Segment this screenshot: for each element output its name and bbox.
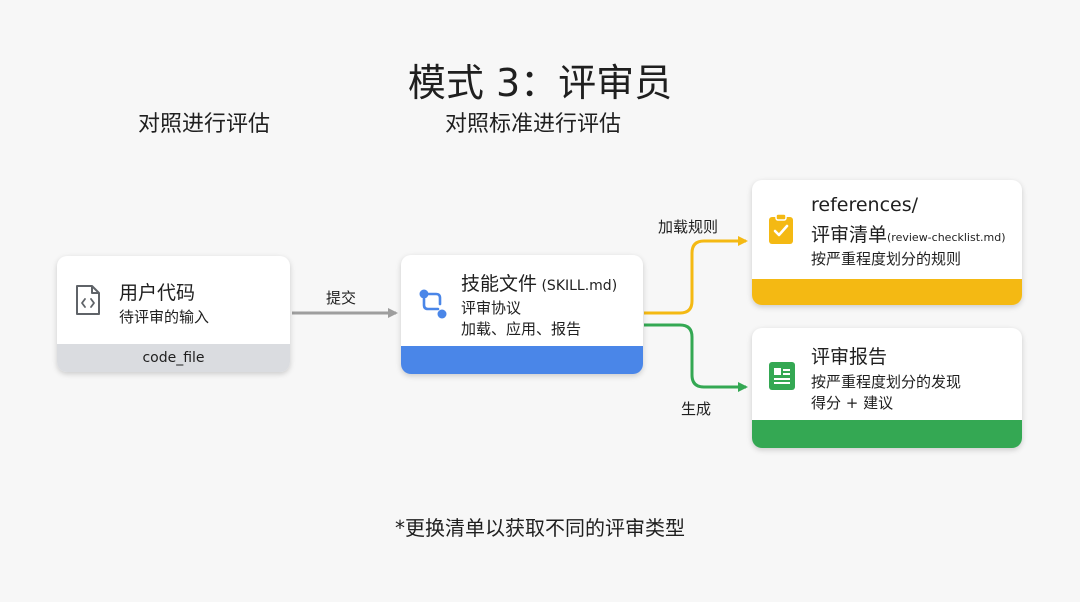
footnote: *更换清单以获取不同的评审类型 (395, 516, 685, 540)
references-title: references/ (811, 194, 919, 216)
submit-label: 提交 (326, 289, 357, 307)
center-subtitle: 对照标准进行评估 (445, 112, 622, 137)
review-report-accent-bar (752, 420, 1022, 448)
review-report-desc-1: 按严重程度划分的发现 (811, 373, 962, 391)
load-rules-label: 加载规则 (658, 218, 719, 236)
checklist-filename: (review-checklist.md) (887, 231, 1006, 244)
checklist-title: 评审清单(review-checklist.md) (811, 220, 1006, 247)
page-title: 模式 3：评审员 (407, 61, 673, 105)
user-code-card: 用户代码 待评审的输入 code_file (57, 256, 290, 372)
generate-arrow (644, 323, 748, 392)
skill-file-title-text: 技能文件 (461, 273, 538, 295)
generate-label: 生成 (681, 400, 712, 418)
clipboard-check-icon (769, 213, 793, 244)
review-report-title: 评审报告 (811, 346, 888, 368)
workflow-icon (419, 289, 447, 319)
skill-file-title: 技能文件 (SKILL.md) (461, 269, 617, 296)
review-report-card: 评审报告 按严重程度划分的发现 得分 + 建议 (752, 328, 1022, 448)
user-code-title: 用户代码 (119, 282, 196, 304)
code-file-label: code_file (142, 350, 205, 366)
load-rules-arrow (644, 236, 748, 315)
review-report-desc-2: 得分 + 建议 (811, 394, 894, 412)
references-accent-bar (752, 279, 1022, 305)
skill-file-card: 技能文件 (SKILL.md) 评审协议 加载、应用、报告 (401, 255, 643, 374)
skill-file-desc-1: 评审协议 (461, 299, 522, 317)
skill-file-accent-bar (401, 346, 643, 374)
code-file-footer: code_file (57, 344, 290, 372)
document-icon (769, 362, 795, 390)
references-desc: 按严重程度划分的规则 (811, 250, 962, 268)
left-subtitle: 对照进行评估 (138, 112, 271, 137)
skill-file-desc-2: 加载、应用、报告 (461, 320, 582, 338)
references-card: references/ 评审清单(review-checklist.md) 按严… (752, 180, 1022, 305)
user-code-desc: 待评审的输入 (119, 308, 210, 326)
checklist-title-text: 评审清单 (811, 224, 888, 246)
skill-file-filename: (SKILL.md) (537, 278, 618, 294)
code-file-icon (76, 285, 100, 315)
